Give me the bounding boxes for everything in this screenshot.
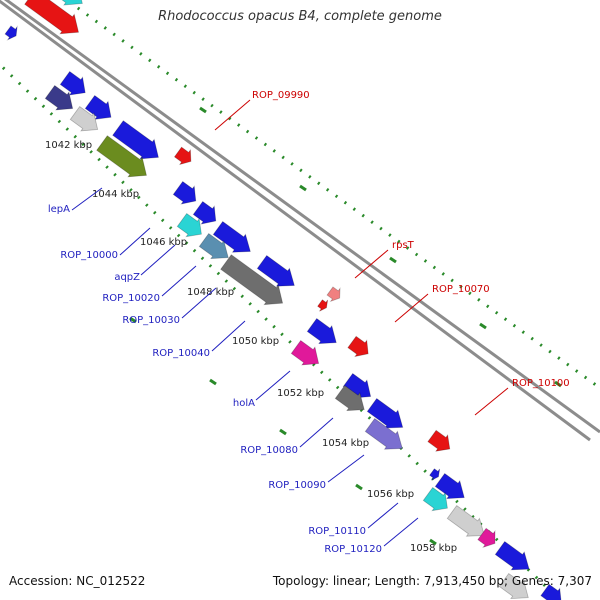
ruler-label-7: 1056 kbp bbox=[367, 489, 414, 500]
label-rop-10110: ROP_10110 bbox=[308, 526, 366, 537]
ruler-tick-8 bbox=[355, 483, 363, 491]
gene-rop-10120 bbox=[446, 504, 485, 537]
gene-magenta-b bbox=[477, 527, 496, 549]
label-rop-10120-leader bbox=[383, 517, 419, 547]
gene-rop-10030 bbox=[220, 254, 284, 306]
label-rop-10040: ROP_10040 bbox=[152, 348, 210, 359]
label-rpst-leader bbox=[354, 249, 389, 279]
gene-blue-j bbox=[366, 397, 404, 429]
ruler-label-8: 1058 kbp bbox=[410, 543, 457, 554]
gene-blue-m bbox=[540, 583, 562, 600]
gene-rop-10110 bbox=[422, 486, 448, 512]
label-aqpz-leader bbox=[140, 244, 176, 276]
gene-rop-10080 bbox=[334, 384, 365, 412]
label-rop-09990: ROP_09990 bbox=[252, 90, 310, 101]
label-rop-10020-leader bbox=[161, 265, 197, 297]
gene-silver-b bbox=[498, 572, 529, 600]
gene-blue-e bbox=[192, 200, 217, 225]
ruler-label-0: 1042 kbp bbox=[45, 140, 92, 151]
gene-blue-f bbox=[212, 220, 251, 253]
label-hola-leader bbox=[255, 370, 291, 401]
label-rop-10000: ROP_10000 bbox=[60, 250, 118, 261]
ruler-tick-0 bbox=[199, 106, 207, 114]
label-rop-10100-leader bbox=[474, 387, 509, 416]
ruler-label-6: 1054 kbp bbox=[322, 438, 369, 449]
label-rop-10070: ROP_10070 bbox=[432, 284, 490, 295]
backbone-lower bbox=[0, 0, 591, 442]
ruler-label-5: 1052 kbp bbox=[277, 388, 324, 399]
label-lepa-leader bbox=[71, 187, 103, 211]
ruler-label-2: 1046 kbp bbox=[140, 237, 187, 248]
label-aqpz: aqpZ bbox=[114, 272, 140, 283]
backbone-upper bbox=[3, 0, 600, 434]
ruler-label-1: 1044 kbp bbox=[92, 189, 139, 200]
ruler-label-4: 1050 kbp bbox=[232, 336, 279, 347]
label-rop-10000-leader bbox=[119, 227, 151, 256]
gene-rpst bbox=[326, 286, 341, 303]
gene-blue-k bbox=[434, 472, 465, 500]
label-hola: holA bbox=[233, 398, 255, 409]
ruler-tick-6 bbox=[209, 378, 217, 386]
gene-small-red bbox=[317, 299, 329, 312]
gene-blue-g bbox=[256, 254, 295, 287]
label-rop-10040-leader bbox=[211, 320, 246, 352]
ruler-tick-1 bbox=[299, 184, 307, 192]
ruler-tick-3 bbox=[479, 322, 487, 330]
gene-blue-edge bbox=[4, 25, 18, 41]
accession-text: Accession: NC_012522 bbox=[9, 574, 146, 588]
gene-rop-10020 bbox=[198, 232, 229, 260]
gene-blue-c bbox=[112, 120, 159, 160]
ruler-tick-5 bbox=[129, 316, 137, 324]
ruler-tick-4 bbox=[554, 380, 562, 388]
topology-text: Topology: linear; Length: 7,913,450 bp; … bbox=[272, 574, 592, 588]
label-rop-10090-leader bbox=[327, 454, 365, 483]
ruler-tick-9 bbox=[429, 538, 437, 546]
gene-lepa-region bbox=[69, 105, 99, 132]
map-title: Rhodococcus opacus B4, complete genome bbox=[158, 9, 442, 24]
gene-cyan-top bbox=[61, 0, 83, 6]
label-rop-10110-leader bbox=[367, 502, 399, 529]
dotted-axis-upper bbox=[64, 0, 600, 390]
label-rop-10030: ROP_10030 bbox=[122, 315, 180, 326]
ruler-tick-7 bbox=[279, 428, 287, 436]
gene-blue-l bbox=[494, 540, 530, 571]
label-rop-10070-leader bbox=[394, 293, 429, 323]
gene-navy bbox=[44, 84, 74, 111]
gene-red-top bbox=[24, 0, 80, 35]
label-rop-10080: ROP_10080 bbox=[240, 445, 298, 456]
gene-rop-09990 bbox=[173, 146, 192, 166]
label-rop-10100: ROP_10100 bbox=[512, 378, 570, 389]
gene-hola bbox=[290, 339, 320, 366]
gene-blue-d bbox=[172, 180, 197, 205]
gene-blue-h bbox=[306, 317, 337, 345]
label-lepa: lepA bbox=[48, 204, 70, 215]
ruler-tick-2 bbox=[389, 256, 397, 264]
gene-blue-a bbox=[59, 70, 86, 96]
gene-rop-10090 bbox=[364, 417, 403, 450]
gene-blue-b bbox=[84, 94, 112, 120]
label-rop-10080-leader bbox=[299, 417, 334, 448]
gene-rop-10100 bbox=[427, 429, 451, 452]
gene-aqpz bbox=[176, 212, 202, 238]
label-rop-10030-leader bbox=[181, 287, 217, 319]
label-rop-10090: ROP_10090 bbox=[268, 480, 326, 491]
label-rop-10020: ROP_10020 bbox=[102, 293, 160, 304]
label-rop-09990-leader bbox=[214, 99, 251, 131]
label-rop-10120: ROP_10120 bbox=[324, 544, 382, 555]
gene-rop-10070 bbox=[347, 335, 369, 358]
label-rpst: rpsT bbox=[392, 240, 415, 251]
gene-lepa bbox=[96, 135, 147, 178]
gene-small-blue bbox=[429, 468, 441, 481]
